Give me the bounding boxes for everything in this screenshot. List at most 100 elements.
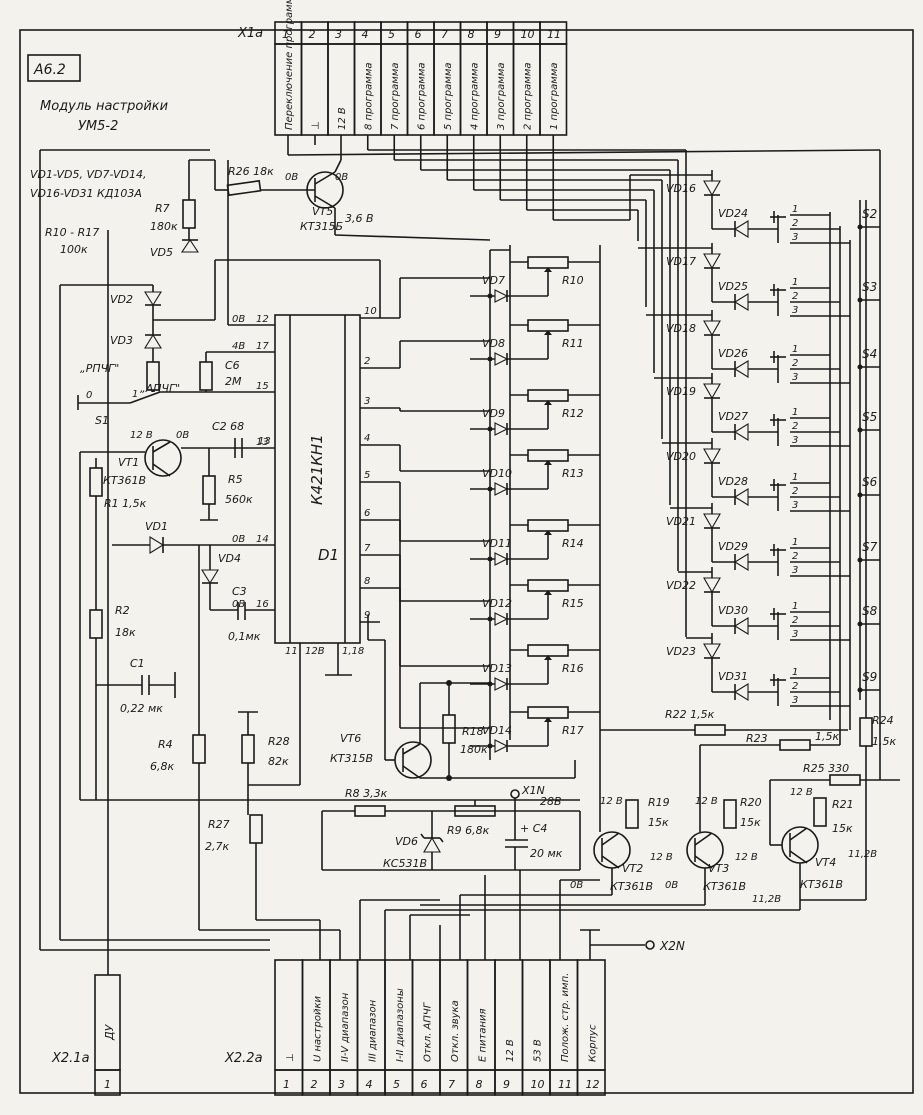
diode-switch-side [733, 220, 749, 238]
r24-ref: R24 [872, 714, 894, 727]
c3-value: 0,1мк [228, 630, 261, 643]
x22a-pin-num: 3 [338, 1078, 345, 1091]
connector-x21a-label: ДУ [103, 1023, 116, 1041]
resistor-r22 [694, 724, 726, 736]
r5-ref: R5 [228, 473, 243, 486]
s1-pos1: 1 [132, 389, 138, 400]
ic-d1-body [274, 314, 361, 644]
switch-contact-num: 2 [792, 486, 798, 497]
vt3-ref: VT3 [708, 862, 729, 875]
terminal-x2n [645, 940, 655, 950]
vd3-label: VD3 [110, 334, 133, 347]
resistor-r2 [89, 609, 103, 639]
x22a-pin-num: 12 [586, 1078, 600, 1091]
x1a-pin-num: 4 [362, 28, 369, 41]
switch-top-diode-label: VD16 [666, 182, 696, 195]
diode-switch-side [733, 617, 749, 635]
pot-diode-label: VD12 [482, 597, 512, 610]
switch-contact-num: 3 [792, 372, 798, 383]
resistor-r21 [813, 797, 827, 827]
c6-ref: C6 [225, 359, 240, 372]
potentiometer-label: R13 [562, 467, 584, 480]
r1-label: R1 1,5к [104, 497, 147, 510]
ic-left-pin-num: 12 [256, 314, 269, 325]
resistor-r28 [241, 734, 255, 764]
program-bus [287, 135, 881, 637]
potentiometer-label: R16 [562, 662, 584, 675]
vt4-v112b: 11,2В [752, 894, 781, 905]
note-line-1: VD1-VD5, VD7-VD14, [30, 168, 147, 181]
diode-switch-top [703, 180, 721, 197]
switch-label: S5 [862, 410, 877, 424]
x22a-pin-label: ⊥ [285, 1053, 296, 1062]
c4-ref: + C4 [520, 822, 547, 835]
connector-x21a-pin-num: 1 [104, 1078, 111, 1091]
ic-left-pin-num: 14 [256, 534, 269, 545]
r22-label: R22 1,5к [665, 708, 715, 721]
ic-right-pin-num: 7 [364, 543, 371, 554]
c2-label: C2 68 [212, 420, 244, 433]
switch-side-diode-label: VD26 [718, 347, 748, 360]
x22a-pin-label: 53 В [533, 1039, 544, 1062]
potentiometer [527, 256, 569, 269]
diode-switch-top [703, 513, 721, 530]
vt4-ref: VT4 [815, 856, 836, 869]
vd1-label: VD1 [145, 520, 168, 533]
x22a-pin-num: 11 [558, 1078, 572, 1091]
r2-value: 18к [115, 626, 136, 639]
r8-label: R8 3,3к [345, 787, 388, 800]
resistor-r19 [625, 799, 639, 829]
output-section: R22 1,5к R23 1,5к R24 1,5к R25 330 VT2 К… [385, 200, 900, 911]
potentiometer [527, 519, 569, 532]
diode-switch-side [733, 683, 749, 701]
switch-label: S8 [862, 604, 878, 618]
vt5-type: КТ315Б [300, 220, 343, 233]
ic-left-pin-note: 0В [232, 314, 245, 325]
x1a-pin-label: 1 программа [549, 63, 560, 131]
pot-diode-label: VD10 [482, 467, 512, 480]
potentiometer [527, 579, 569, 592]
r5-value: 560к [225, 493, 253, 506]
resistor-c6-shunt [199, 361, 213, 391]
r28-ref: R28 [268, 735, 290, 748]
switch-contact-num: 1 [792, 472, 798, 483]
switch-side-diode-label: VD29 [718, 540, 748, 553]
diode-pot [494, 422, 509, 436]
ic-d1-type: К421КН1 [308, 434, 326, 505]
switch-contact-num: 1 [792, 667, 798, 678]
switch-contact-num: 2 [792, 358, 798, 369]
x1a-pin-label: Переключение программ [284, 0, 295, 130]
switch-side-diode-label: VD28 [718, 475, 748, 488]
diode-switch-top [703, 577, 721, 594]
switch-contact-num: 2 [792, 421, 798, 432]
x22a-pin-label: Корпус [588, 1024, 599, 1062]
ic-right-pin-num: 10 [364, 306, 377, 317]
x1a-pin-label: 2 программа [523, 63, 534, 131]
x22a-pin-num: 4 [366, 1078, 373, 1091]
c3-ref: C3 [232, 585, 247, 598]
switch-s1-lever [129, 391, 161, 404]
switch-contact-num: 1 [792, 407, 798, 418]
vt3-type: КТ361В [703, 880, 746, 893]
r9-label: R9 6,8к [447, 824, 490, 837]
note-line-4: 100к [60, 243, 88, 256]
resistor-r26 [226, 179, 262, 197]
switch-contact-num: 2 [792, 615, 798, 626]
ic-pin-13-label: 13 [258, 436, 271, 447]
ic-left-pin-note: 4В [232, 341, 245, 352]
switch-contact-num: 1 [792, 344, 798, 355]
diode-vd1 [149, 536, 165, 554]
diode-switch-top [703, 320, 721, 337]
x22a-pin-num: 1 [283, 1078, 290, 1091]
x1a-pin-num: 11 [547, 28, 561, 41]
potentiometer [527, 644, 569, 657]
connector-x22a-name: X2.2а [224, 1051, 263, 1066]
ic-bottom-pin-num: 1,18 [342, 646, 364, 657]
x22a-pin-label: III диапазон [368, 999, 379, 1062]
transistor-vt1 [144, 439, 182, 477]
diode-pot [494, 739, 509, 753]
